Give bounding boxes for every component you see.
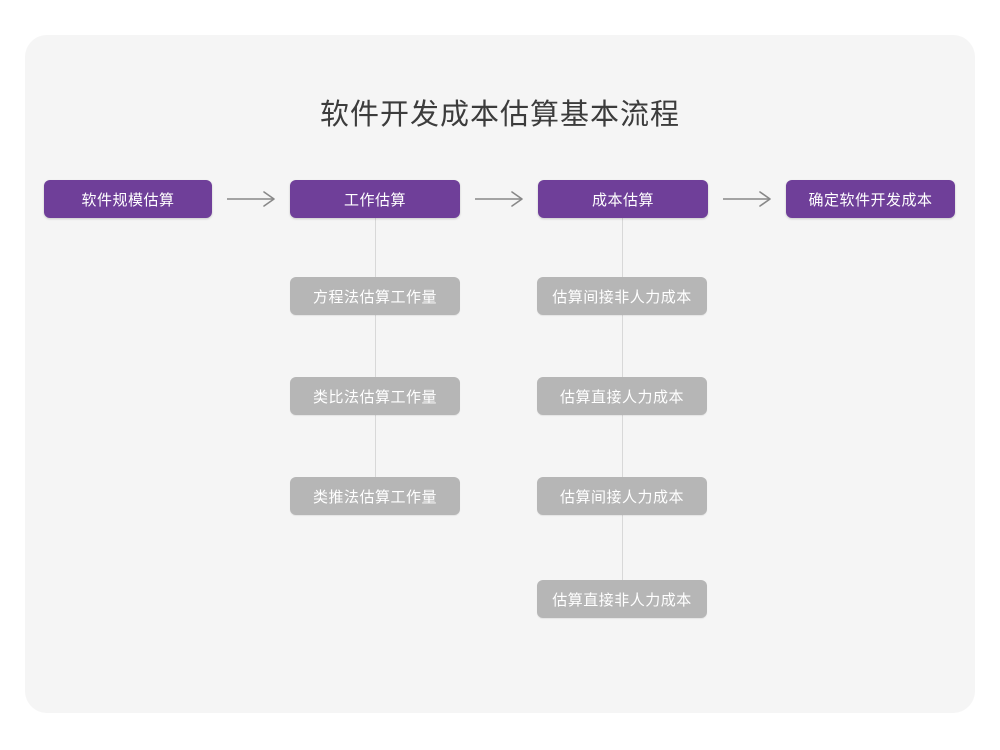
- node-label: 成本估算: [591, 191, 654, 209]
- branch-1-item-2[interactable]: 类比法估算工作量: [290, 377, 460, 415]
- node-label: 方程法估算工作量: [312, 288, 437, 306]
- branch-2-item-1[interactable]: 估算间接非人力成本: [537, 277, 707, 315]
- flow-step-2[interactable]: 工作估算: [290, 180, 460, 218]
- node-label: 类比法估算工作量: [312, 388, 437, 406]
- node-label: 估算间接非人力成本: [552, 288, 692, 306]
- node-label: 估算间接人力成本: [559, 488, 684, 506]
- branch-1-item-1[interactable]: 方程法估算工作量: [290, 277, 460, 315]
- branch-2-item-4[interactable]: 估算直接非人力成本: [537, 580, 707, 618]
- node-label: 类推法估算工作量: [312, 488, 437, 506]
- branch-connector-1: [375, 218, 376, 496]
- flow-step-1[interactable]: 软件规模估算: [44, 180, 212, 218]
- node-label: 估算直接人力成本: [559, 388, 684, 406]
- flow-arrow-icon-3: [722, 187, 772, 211]
- branch-2-item-2[interactable]: 估算直接人力成本: [537, 377, 707, 415]
- flow-arrow-icon-2: [474, 187, 524, 211]
- flow-step-4[interactable]: 确定软件开发成本: [786, 180, 955, 218]
- flow-step-3[interactable]: 成本估算: [538, 180, 708, 218]
- node-label: 工作估算: [343, 191, 406, 209]
- page-title: 软件开发成本估算基本流程: [319, 99, 680, 131]
- node-label: 确定软件开发成本: [808, 191, 933, 209]
- flow-arrow-icon-1: [226, 187, 276, 211]
- branch-2-item-3[interactable]: 估算间接人力成本: [537, 477, 707, 515]
- node-label: 软件规模估算: [81, 191, 175, 209]
- branch-1-item-3[interactable]: 类推法估算工作量: [290, 477, 460, 515]
- node-label: 估算直接非人力成本: [552, 591, 692, 609]
- diagram-card: [25, 35, 975, 713]
